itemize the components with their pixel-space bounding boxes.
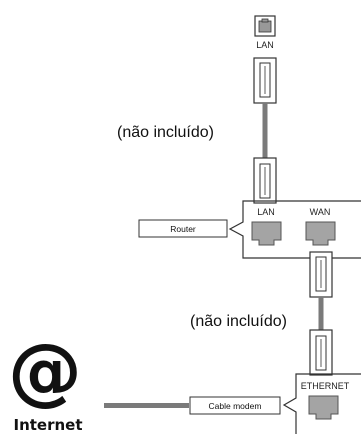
router-callout-frame	[228, 200, 361, 259]
not-included-label-2: (não incluído)	[190, 313, 287, 330]
internet-label: Internet	[13, 416, 82, 434]
router-wan-port-icon	[305, 221, 336, 246]
internet: @ Internet	[8, 328, 189, 434]
tv-lan-label: LAN	[256, 40, 274, 50]
rj45-plug-top-icon	[253, 57, 277, 104]
modem-callout-frame	[282, 373, 361, 434]
ethernet-port-icon	[254, 15, 276, 37]
router: Router LAN WAN	[138, 200, 361, 259]
modem-name: Cable modem	[209, 401, 262, 411]
not-included-label-1: (não incluído)	[117, 124, 214, 141]
cable-modem: Cable modem ETHERNET	[189, 373, 361, 434]
router-wan-label: WAN	[310, 207, 331, 217]
rj45-plug-bottom-icon	[253, 157, 277, 204]
at-sign-icon: @	[8, 328, 82, 414]
internet-cable	[104, 403, 189, 408]
cable-segment-2	[318, 297, 324, 341]
ethernet-cable-2: (não incluído)	[190, 251, 333, 376]
tv-lan-port: LAN	[254, 15, 276, 50]
router-box	[138, 219, 228, 238]
router-name: Router	[170, 224, 196, 234]
modem-box	[189, 396, 281, 415]
router-lan-port-icon	[251, 221, 282, 246]
modem-ethernet-port-icon	[308, 395, 339, 420]
ethernet-cable-1: (não incluído)	[117, 57, 277, 204]
rj45-plug-bottom-icon-2	[309, 329, 333, 376]
rj45-plug-top-icon-2	[309, 251, 333, 298]
cable-segment	[262, 103, 268, 158]
router-lan-label: LAN	[257, 207, 275, 217]
modem-ethernet-label: ETHERNET	[301, 381, 350, 391]
